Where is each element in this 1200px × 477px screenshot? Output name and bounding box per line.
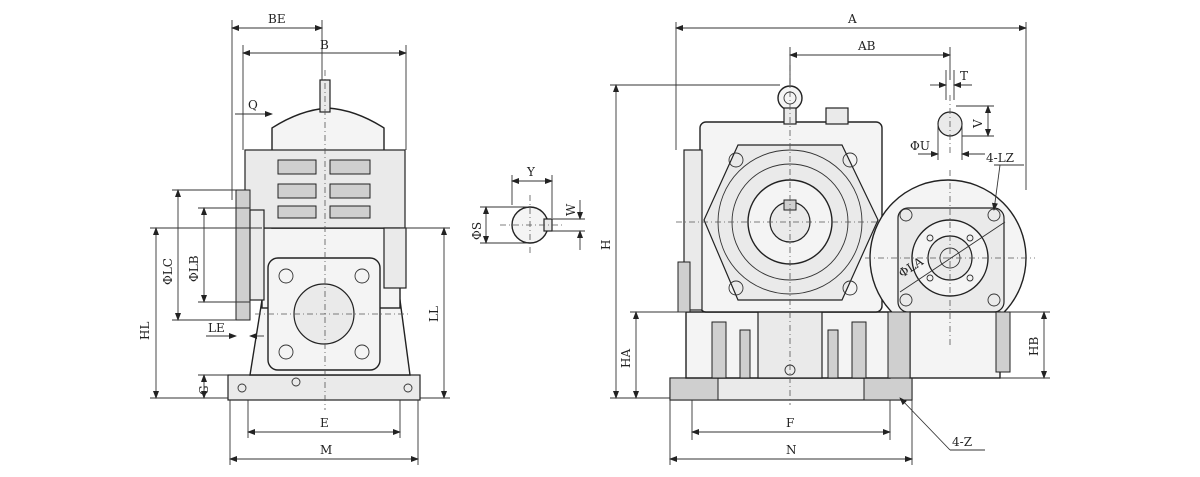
dim-a: A	[847, 12, 857, 26]
dim-hl: HL	[138, 322, 152, 340]
dim-g: G	[197, 385, 211, 395]
left-base	[227, 374, 421, 401]
dim-lc: ΦLC	[161, 258, 175, 285]
dim-t: T	[960, 69, 968, 83]
dim-q: Q	[248, 98, 258, 112]
dim-e: E	[320, 416, 329, 430]
dim-b: B	[320, 38, 329, 52]
right-view	[669, 65, 1035, 405]
dim-y: Y	[526, 165, 536, 179]
label-4-lz: 4-LZ	[986, 151, 1014, 165]
breather	[825, 107, 849, 125]
left-view	[227, 70, 421, 410]
dim-s: ΦS	[470, 222, 484, 240]
dim-n: N	[786, 443, 797, 457]
dim-lb: ΦLB	[187, 255, 201, 282]
dim-w: W	[564, 203, 578, 216]
dim-f: F	[786, 416, 794, 430]
label-4-z: 4-Z	[952, 435, 972, 449]
dim-ab: AB	[857, 39, 876, 53]
left-dimensions: BE B Q HL ΦLC ΦLB LE G E M	[138, 12, 450, 465]
motor-support	[909, 311, 1001, 379]
left-flange	[235, 189, 251, 321]
dim-ll: LL	[427, 306, 441, 322]
dim-ha: HA	[619, 349, 633, 368]
dim-le: LE	[208, 321, 225, 335]
dim-v: V	[971, 119, 985, 129]
dim-hb: HB	[1027, 337, 1041, 356]
dim-h: H	[599, 240, 613, 250]
dim-be: BE	[268, 12, 286, 26]
dim-u: ΦU	[910, 139, 930, 153]
dim-m: M	[320, 443, 332, 457]
shaft-section: Y ΦS W	[470, 165, 585, 255]
